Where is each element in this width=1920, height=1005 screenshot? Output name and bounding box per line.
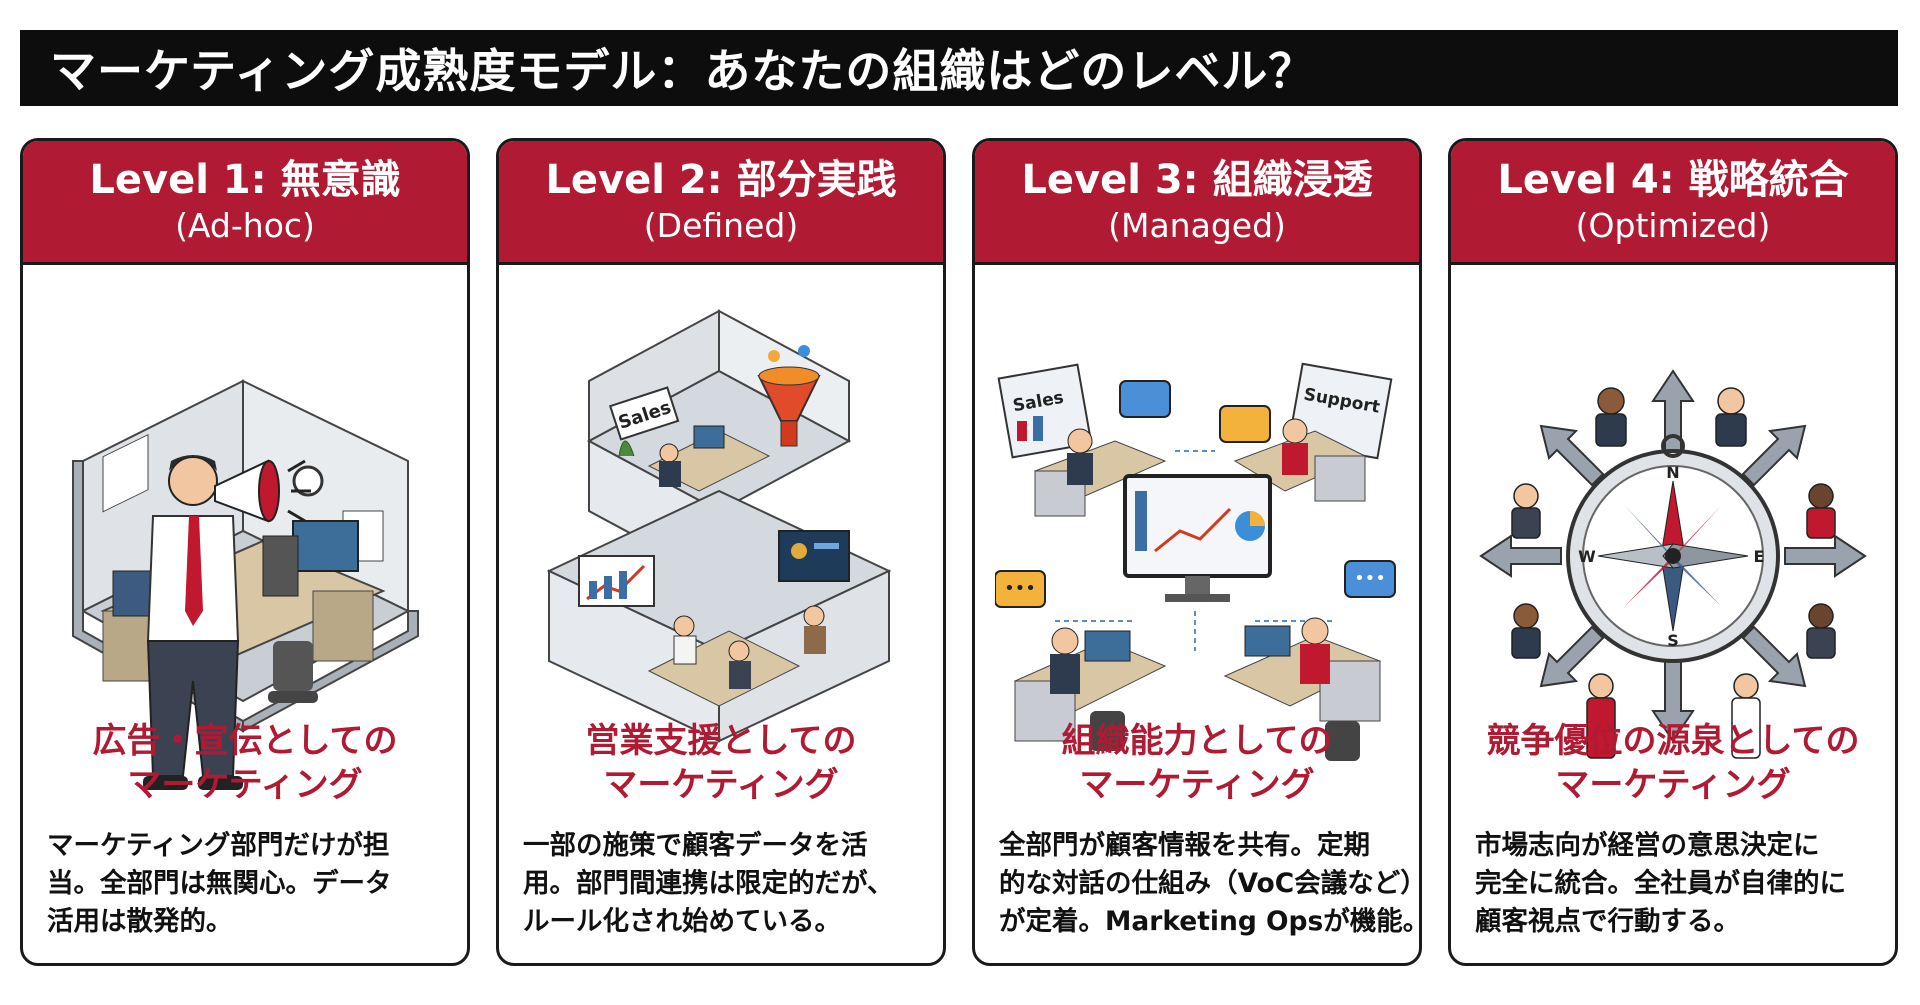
level-title: Level 2: 部分実践: [545, 156, 897, 203]
compass-west: W: [1578, 547, 1596, 566]
card-heading: 競争優位の源泉としての マーケティング: [1461, 719, 1885, 807]
heading-line: 広告・宣伝としての: [92, 721, 398, 761]
level-subtitle: (Defined): [643, 205, 799, 245]
level-1-card: Level 1: 無意識 (Ad-hoc): [20, 138, 470, 966]
card-description: 市場志向が経営の意思決定に 完全に統合。全社員が自律的に 顧客視点で行動する。: [1475, 827, 1877, 941]
heading-line: マーケティング: [1079, 765, 1315, 805]
desc-line: 市場志向が経営の意思決定に: [1475, 830, 1820, 861]
heading-line: マーケティング: [603, 765, 839, 805]
compass-east: E: [1754, 547, 1765, 566]
megaphone-office-illustration: [43, 281, 447, 821]
connected-teams-illustration: Sales Support ••• •••: [994, 281, 1399, 821]
desc-line: 全部門が顧客情報を共有。定期: [999, 830, 1370, 861]
heading-line: 組織能力としての: [1061, 721, 1333, 761]
level-subtitle: (Optimized): [1575, 205, 1771, 245]
desc-line: 当。全部門は無関心。データ: [47, 868, 392, 899]
level-2-card: Level 2: 部分実践 (Defined) Sales: [496, 138, 946, 966]
level-subtitle: (Managed): [1108, 205, 1286, 245]
card-heading: 営業支援としての マーケティング: [509, 719, 933, 807]
desc-line: が定着。Marketing Opsが機能。: [999, 906, 1422, 937]
card-heading: 広告・宣伝としての マーケティング: [33, 719, 457, 807]
desc-line: マーケティング部門だけが担: [47, 830, 390, 861]
card-description: 一部の施策で顧客データを活 用。部門間連携は限定的だが、 ルール化され始めている…: [523, 827, 925, 941]
level-title: Level 4: 戦略統合: [1497, 156, 1849, 203]
card-header: Level 1: 無意識 (Ad-hoc): [23, 141, 467, 265]
ellipsis-icon: •••: [1004, 578, 1036, 599]
desc-line: 活用は散発的。: [47, 906, 233, 937]
heading-line: 営業支援としての: [585, 721, 857, 761]
card-heading: 組織能力としての マーケティング: [985, 719, 1409, 807]
desc-line: 完全に統合。全社員が自律的に: [1475, 868, 1846, 899]
desc-line: 用。部門間連携は限定的だが、: [523, 868, 894, 899]
level-3-card: Level 3: 組織浸透 (Managed) Sales Support ••…: [972, 138, 1422, 966]
page-title: マーケティング成熟度モデル：あなたの組織はどのレベル？: [20, 30, 1898, 106]
level-4-card: Level 4: 戦略統合 (Optimized): [1448, 138, 1898, 966]
compass-illustration: N S E W: [1471, 281, 1875, 821]
card-description: マーケティング部門だけが担 当。全部門は無関心。データ 活用は散発的。: [47, 827, 449, 941]
compass-north: N: [1666, 463, 1679, 482]
ellipsis-icon: •••: [1354, 568, 1386, 589]
level-title: Level 3: 組織浸透: [1021, 156, 1373, 203]
desc-line: 一部の施策で顧客データを活: [523, 830, 868, 861]
level-title: Level 1: 無意識: [89, 156, 401, 203]
card-header: Level 3: 組織浸透 (Managed): [975, 141, 1419, 265]
card-header: Level 4: 戦略統合 (Optimized): [1451, 141, 1895, 265]
desc-line: 的な対話の仕組み（VoC会議など）: [999, 868, 1422, 899]
heading-line: マーケティング: [1555, 765, 1791, 805]
desc-line: 顧客視点で行動する。: [1475, 906, 1740, 937]
card-header: Level 2: 部分実践 (Defined): [499, 141, 943, 265]
desc-line: ルール化され始めている。: [523, 906, 841, 937]
heading-line: 競争優位の源泉としての: [1486, 721, 1860, 761]
level-subtitle: (Ad-hoc): [175, 205, 315, 245]
heading-line: マーケティング: [127, 765, 363, 805]
compass-south: S: [1667, 631, 1679, 650]
card-description: 全部門が顧客情報を共有。定期 的な対話の仕組み（VoC会議など） が定着。Mar…: [999, 827, 1422, 941]
two-floor-office-illustration: Sales: [519, 281, 923, 821]
